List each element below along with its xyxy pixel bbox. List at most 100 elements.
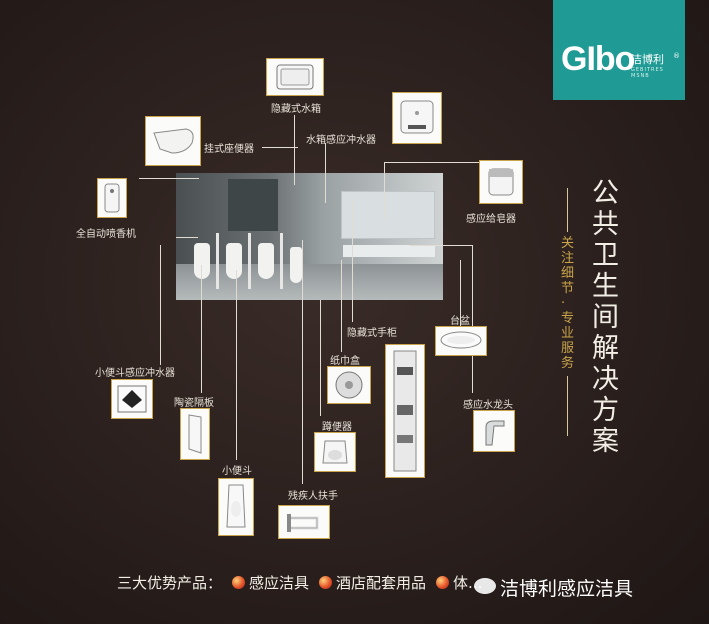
- brand-logo: GIbo 洁博利 ® GEBITRES MSNB: [553, 0, 685, 100]
- label-tank-sensor: 水箱感应冲水器: [306, 135, 376, 146]
- logo-cn: 洁博利: [631, 53, 664, 66]
- label-urinal-sensor: 小便斗感应冲水器: [95, 368, 175, 379]
- advantage-item: 感应洁具: [249, 574, 310, 592]
- label-hidden-tank: 隐藏式水箱: [271, 104, 321, 115]
- basin-box: [435, 326, 487, 356]
- vanity-counter: [343, 245, 435, 257]
- soap-box: [479, 160, 523, 204]
- subtitle-char: 业: [561, 326, 575, 341]
- label-basin: 台盆: [450, 316, 470, 327]
- watermark: 洁博利感应洁具: [500, 578, 634, 600]
- subtitle-char: 务: [561, 356, 575, 371]
- ceramic-partition-icon: [188, 414, 202, 454]
- urinal-icon: [226, 484, 246, 528]
- advantage-lead: 三大优势产品：: [117, 574, 223, 592]
- connector: [160, 245, 161, 365]
- squat-box: [314, 432, 356, 472]
- faucet-box: [473, 410, 515, 452]
- faucet-icon: [485, 420, 505, 446]
- sensor-flush-icon: [117, 385, 147, 413]
- title-char: 卫: [592, 240, 619, 271]
- connector: [352, 200, 353, 322]
- title-char: 共: [592, 209, 619, 240]
- squat-toilet-icon: [322, 440, 348, 464]
- title-char: 方: [592, 395, 619, 426]
- subtitle-rule-top: [567, 188, 568, 232]
- connector: [302, 240, 303, 484]
- grab-bar-icon: [287, 514, 319, 532]
- label-wall-toilet: 挂式座便器: [204, 144, 254, 155]
- basin-icon: [440, 331, 482, 349]
- urinal-box: [218, 478, 254, 536]
- connector: [236, 270, 237, 460]
- restroom-photo: [176, 173, 443, 300]
- logo-mark: GIbo: [561, 40, 635, 78]
- wall-toilet-box: [145, 116, 201, 166]
- title-char: 决: [592, 364, 619, 395]
- tissue-dispenser-icon: [335, 371, 363, 399]
- connector: [325, 143, 326, 203]
- hand-dryer-icon: [400, 100, 434, 134]
- label-freshener: 全自动喷香机: [76, 229, 136, 240]
- subtitle: 关 注 细 节 · 专 业 服 务: [561, 236, 575, 371]
- advantage-item: 酒店配套用品: [336, 574, 427, 592]
- title-char: 公: [592, 178, 619, 209]
- label-squat: 蹲便器: [322, 422, 352, 433]
- label-urinal: 小便斗: [222, 466, 252, 477]
- title-char: 解: [592, 333, 619, 364]
- connector: [320, 300, 321, 416]
- bullet-icon: [319, 576, 333, 589]
- urinal-shape: [290, 247, 302, 283]
- bullet-icon: [232, 576, 246, 589]
- title-char: 案: [592, 426, 619, 457]
- toilet-icon: [153, 128, 194, 154]
- hidden-cabinet-box: [385, 344, 425, 478]
- label-hidden-cabinet: 隐藏式手柜: [347, 328, 397, 339]
- partition-shape: [280, 233, 283, 289]
- subtitle-char: 专: [561, 311, 575, 326]
- advantage-strip: 三大优势产品：感应洁具酒店配套用品体...: [117, 572, 482, 593]
- back-wall-panel: [228, 179, 278, 231]
- wechat-icon: [474, 578, 496, 594]
- connector: [139, 178, 199, 179]
- partition-shape: [248, 233, 251, 289]
- connector: [472, 245, 473, 393]
- label-tissue: 纸巾盒: [330, 356, 360, 367]
- subtitle-char: 细: [561, 266, 575, 281]
- soap-dispenser-icon: [488, 168, 514, 196]
- connector: [294, 115, 295, 185]
- subtitle-char: ·: [561, 296, 566, 311]
- connector: [262, 147, 298, 148]
- subtitle-char: 关: [561, 236, 575, 251]
- connector: [384, 162, 385, 220]
- title-char: 间: [592, 302, 619, 333]
- subtitle-char: 服: [561, 341, 575, 356]
- connector: [410, 245, 472, 246]
- floor: [176, 264, 443, 300]
- freshener-box: [97, 178, 127, 218]
- subtitle-char: 注: [561, 251, 575, 266]
- bullet-icon: [436, 576, 450, 589]
- air-freshener-icon: [104, 183, 120, 213]
- urinal-shape: [226, 243, 242, 279]
- urinal-shape: [194, 243, 210, 279]
- connector: [384, 162, 479, 163]
- logo-reg: ®: [673, 52, 680, 60]
- tank-sensor-box: [392, 92, 442, 144]
- label-soap: 感应给皂器: [466, 214, 516, 225]
- cabinet-icon: [393, 350, 417, 472]
- hidden-tank-box: [266, 58, 324, 96]
- flush-plate-icon: [276, 64, 314, 90]
- urinal-shape: [258, 243, 274, 279]
- mirror: [341, 191, 435, 239]
- logo-en: GEBITRES MSNB: [631, 67, 664, 79]
- label-faucet: 感应水龙头: [463, 400, 513, 411]
- handrail-box: [278, 505, 330, 539]
- tissue-box: [327, 366, 371, 404]
- connector: [176, 237, 198, 238]
- page-title: 公 共 卫 生 间 解 决 方 案: [592, 178, 622, 457]
- partition-shape: [216, 233, 219, 289]
- connector: [460, 260, 461, 326]
- connector: [341, 260, 342, 352]
